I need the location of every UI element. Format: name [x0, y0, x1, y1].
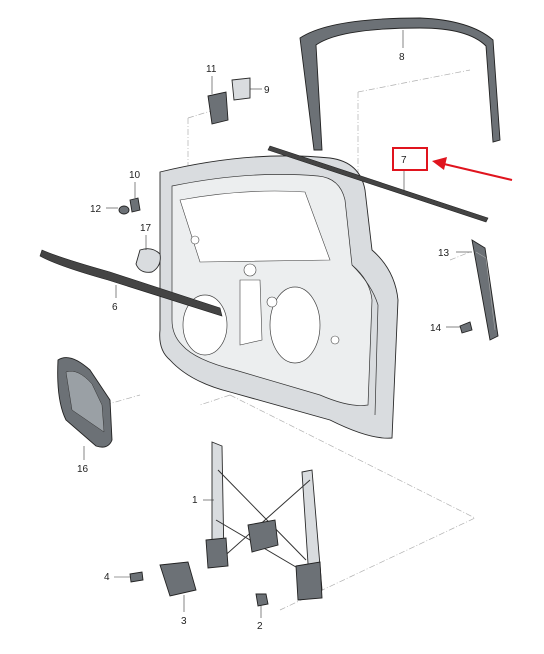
- callout-4: 4: [104, 572, 110, 583]
- callout-17: 17: [140, 223, 152, 234]
- highlight-box: [392, 147, 428, 171]
- screw-part-4: [129, 571, 144, 583]
- trim-cover: [471, 239, 499, 341]
- callout-6: 6: [112, 302, 118, 313]
- mirror-mount: [207, 91, 229, 125]
- door-inner-panel: [159, 155, 399, 439]
- insulation-pad: [57, 357, 113, 448]
- highlight-annotation: [392, 147, 513, 181]
- callout-9: 9: [264, 85, 270, 96]
- bolt-part-10: [129, 197, 141, 213]
- window-strip-outer: [267, 145, 489, 223]
- grommet-part-12: [118, 205, 130, 215]
- door-frame-seal: [299, 17, 501, 151]
- cover-plate: [135, 248, 161, 273]
- window-regulator: [205, 441, 323, 601]
- callout-2: 2: [257, 621, 263, 632]
- window-strip-inner: [39, 249, 223, 317]
- nut-part-2: [255, 593, 269, 607]
- callout-14: 14: [430, 323, 442, 334]
- leader-lines: [83, 30, 472, 618]
- callout-3: 3: [181, 616, 187, 627]
- callout-12: 12: [90, 204, 102, 215]
- clip-part-14: [459, 321, 473, 334]
- highlight-arrow: [443, 163, 513, 181]
- window-motor: [159, 561, 197, 597]
- callout-8: 8: [399, 52, 405, 63]
- highlight-arrowhead-icon: [432, 157, 447, 170]
- callout-1: 1: [192, 495, 198, 506]
- cover-cap: [231, 77, 251, 101]
- callout-labels: 1 2 3 4 6 7 8 9 10 11 12 13 14 16 17: [77, 52, 450, 632]
- callout-16: 16: [77, 464, 89, 475]
- callout-10: 10: [129, 170, 141, 181]
- callout-7: 7: [401, 155, 407, 166]
- callout-13: 13: [438, 248, 450, 259]
- callout-11: 11: [206, 64, 217, 75]
